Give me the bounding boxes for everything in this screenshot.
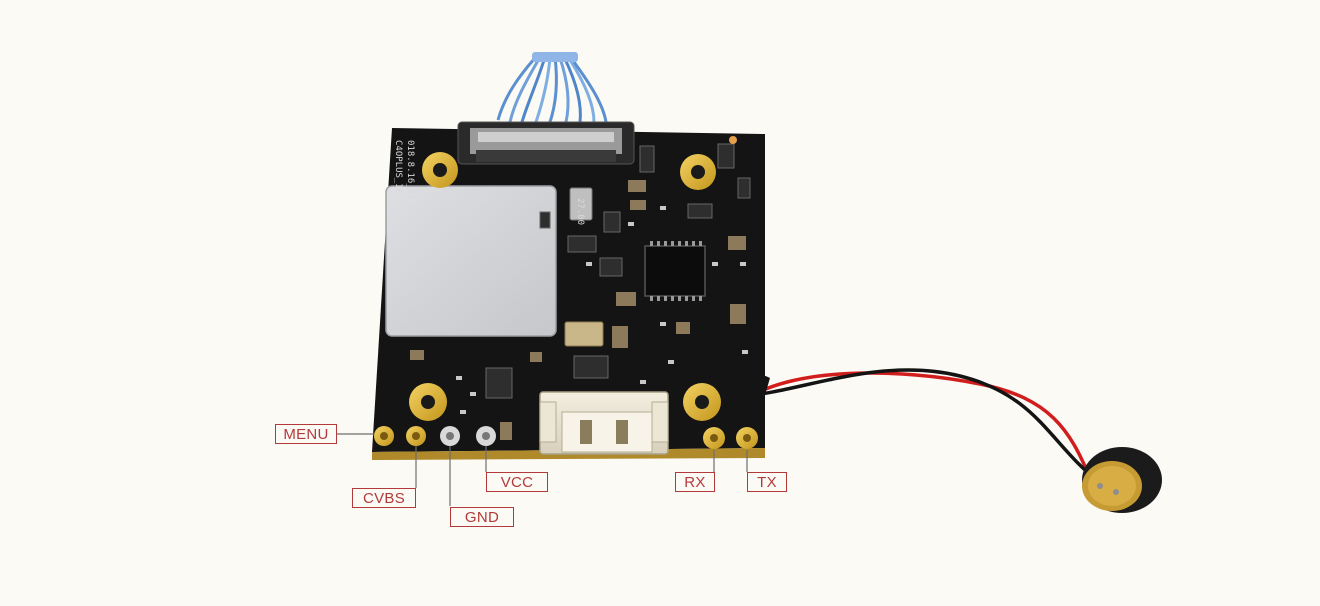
jst-connector — [539, 391, 669, 455]
components: 27.00 — [410, 136, 751, 440]
pin-label-cvbs: CVBS — [352, 488, 416, 508]
pin-label-rx: RX — [675, 472, 715, 492]
svg-text:018.8.16_V1.4: 018.8.16_V1.4 — [405, 140, 415, 210]
pin-label-tx: TX — [747, 472, 787, 492]
svg-text:C4OPLUS_IC: C4OPLUS_IC — [393, 140, 403, 194]
silkscreen-text: C4OPLUS_IC 018.8.16_V1.4 — [393, 140, 415, 210]
microphone-wires — [733, 368, 1104, 486]
svg-text:27.00: 27.00 — [575, 198, 585, 225]
pin-label-vcc: VCC — [486, 472, 548, 492]
ribbon-cable — [496, 52, 608, 123]
rf-shield — [385, 185, 557, 337]
label-leader-lines — [336, 433, 748, 506]
pin-label-gnd: GND — [450, 507, 514, 527]
microphone — [1082, 447, 1162, 513]
pin-label-menu: MENU — [275, 424, 337, 444]
pin-pads — [374, 426, 758, 449]
mounting-holes — [409, 152, 721, 421]
